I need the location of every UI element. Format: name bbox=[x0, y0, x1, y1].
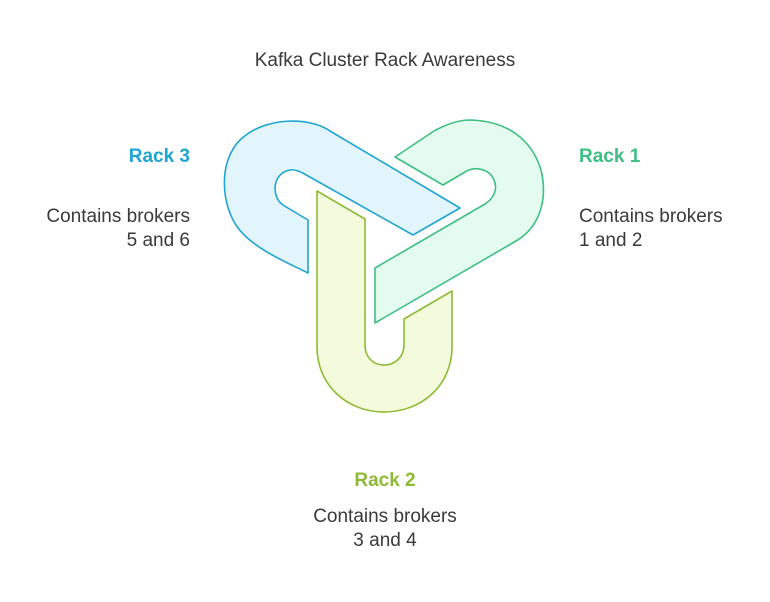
rack-1-description-line-1: Contains brokers bbox=[579, 206, 723, 227]
rack-2-description-line-2: 3 and 4 bbox=[353, 530, 417, 551]
rack-2-description: Contains brokers 3 and 4 bbox=[0, 505, 770, 553]
rack-1-description: Contains brokers 1 and 2 bbox=[579, 205, 723, 253]
rack-2-loop bbox=[316, 190, 453, 413]
rack-3-description: Contains brokers 5 and 6 bbox=[0, 205, 190, 253]
rack-1-description-line-2: 1 and 2 bbox=[579, 230, 643, 251]
rack-3-loop bbox=[223, 120, 461, 274]
rack-3-description-line-2: 5 and 6 bbox=[126, 230, 190, 251]
rack-3-description-line-1: Contains brokers bbox=[46, 206, 190, 227]
diagram-title: Kafka Cluster Rack Awareness bbox=[254, 50, 516, 71]
rack-1-loop bbox=[374, 119, 545, 324]
rack-3-title: Rack 3 bbox=[128, 146, 190, 167]
rack-2-description-line-1: Contains brokers bbox=[313, 506, 457, 527]
rack-2-title: Rack 2 bbox=[354, 470, 416, 491]
rack-1-title: Rack 1 bbox=[579, 146, 641, 167]
